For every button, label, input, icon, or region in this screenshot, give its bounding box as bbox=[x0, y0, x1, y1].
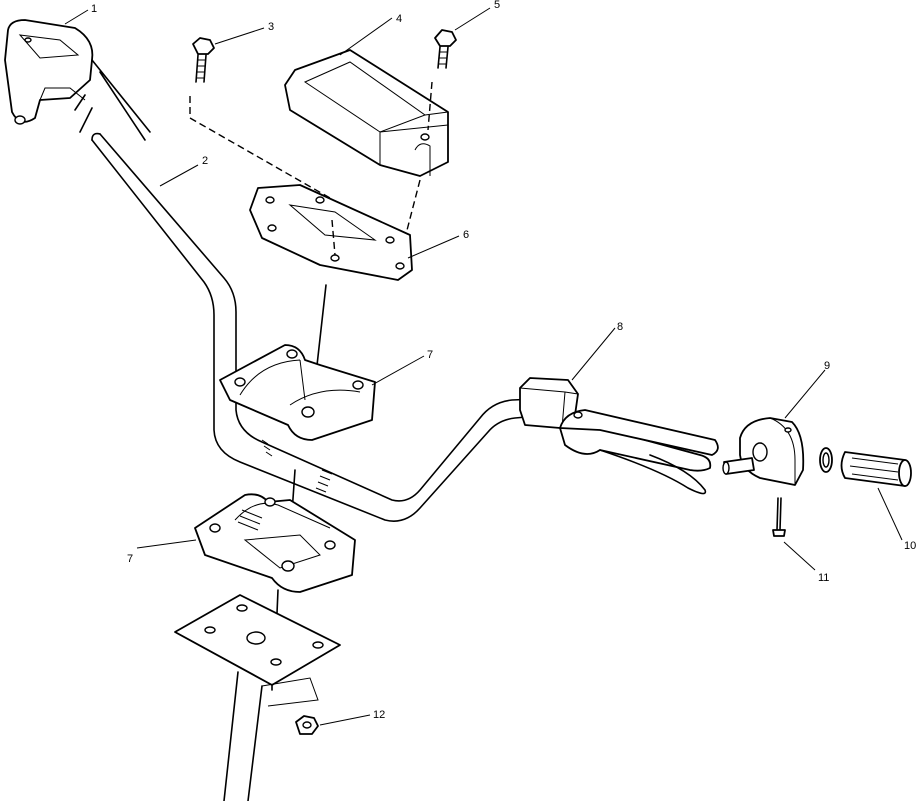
bolt-3 bbox=[189, 37, 331, 199]
handlebar-tube bbox=[91, 132, 561, 522]
callout-3: 3 bbox=[268, 21, 274, 33]
callout-1: 1 bbox=[91, 3, 97, 15]
screw-11 bbox=[772, 497, 786, 537]
callout-2: 2 bbox=[202, 155, 208, 167]
callout-4: 4 bbox=[396, 13, 402, 25]
callout-labels: 1 2 3 4 5 6 7 7 8 9 10 11 12 bbox=[91, 0, 916, 721]
brake-master-cylinder bbox=[519, 377, 719, 495]
bolt-5 bbox=[397, 29, 457, 266]
throttle-housing bbox=[722, 417, 805, 486]
callout-5: 5 bbox=[494, 0, 500, 11]
top-plate bbox=[249, 184, 413, 281]
leader-lines bbox=[64, 7, 903, 726]
callout-8: 8 bbox=[617, 321, 623, 333]
callout-12: 12 bbox=[373, 709, 385, 721]
callout-7-upper: 7 bbox=[427, 349, 433, 361]
callout-10: 10 bbox=[904, 540, 916, 552]
callout-7-lower: 7 bbox=[127, 553, 133, 565]
grip bbox=[819, 447, 912, 487]
steering-post bbox=[223, 671, 319, 801]
handlebar-pad bbox=[284, 49, 449, 177]
left-switch-housing bbox=[4, 19, 151, 141]
nut-12 bbox=[295, 715, 319, 735]
callout-11: 11 bbox=[818, 572, 829, 584]
mounting-plate bbox=[174, 594, 341, 691]
lower-clamp bbox=[194, 493, 356, 593]
callout-6: 6 bbox=[463, 229, 469, 241]
callout-9: 9 bbox=[824, 360, 830, 372]
upper-clamp bbox=[219, 344, 376, 441]
